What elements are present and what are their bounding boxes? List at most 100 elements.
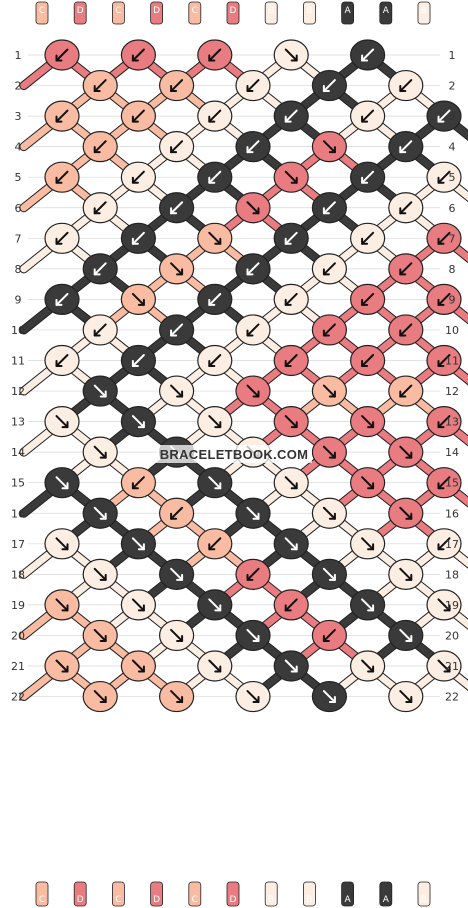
knot bbox=[197, 39, 233, 71]
knot bbox=[82, 680, 118, 713]
row-number-right: 22 bbox=[445, 691, 459, 704]
watermark: BRACELETBOOK.COM bbox=[160, 447, 309, 462]
arrow-head bbox=[367, 543, 375, 551]
knot bbox=[311, 436, 347, 468]
row-number-right: 8 bbox=[449, 263, 456, 276]
arrow-head bbox=[93, 268, 101, 276]
knot bbox=[311, 619, 347, 652]
arrow-down-left-icon bbox=[322, 628, 336, 642]
arrow-down-left-icon bbox=[93, 262, 107, 276]
arrow-down-right-icon bbox=[170, 567, 184, 581]
knot bbox=[44, 650, 80, 682]
arrow-down-right-icon bbox=[246, 690, 260, 704]
arrow-head bbox=[176, 268, 184, 276]
arrow-head bbox=[437, 298, 445, 306]
arrow-head bbox=[328, 146, 336, 154]
arrow-down-right-icon bbox=[361, 476, 375, 490]
arrow-head bbox=[176, 390, 184, 398]
strand-bottom-swatch bbox=[73, 881, 87, 907]
strand-top-swatch bbox=[264, 1, 278, 25]
arrow-head bbox=[170, 207, 178, 215]
arrow-head bbox=[290, 54, 298, 62]
arrow-head bbox=[55, 360, 63, 367]
arrow-head bbox=[290, 482, 298, 490]
row-number-left: 19 bbox=[11, 599, 25, 612]
arrow-head bbox=[131, 360, 139, 367]
row-number-left: 13 bbox=[11, 416, 25, 429]
arrow-head bbox=[361, 237, 369, 245]
arrow-down-left-icon bbox=[284, 231, 298, 245]
arrow-head bbox=[93, 329, 101, 337]
knot bbox=[388, 69, 424, 102]
arrow-head bbox=[131, 176, 139, 184]
knot bbox=[197, 528, 233, 560]
arrow-down-left-icon bbox=[361, 170, 375, 184]
knot bbox=[388, 131, 424, 163]
arrow-down-right-icon bbox=[284, 170, 298, 184]
arrow-head bbox=[208, 54, 216, 62]
arrow-down-right-icon bbox=[93, 690, 107, 704]
row-number-right: 12 bbox=[445, 385, 459, 398]
arrow-down-left-icon bbox=[170, 323, 184, 337]
row-number-right: 5 bbox=[449, 171, 456, 184]
arrow-head bbox=[246, 329, 254, 337]
knot bbox=[350, 100, 386, 132]
knot bbox=[82, 253, 118, 285]
arrow-head bbox=[208, 115, 216, 123]
strand-top-label: A bbox=[383, 6, 390, 16]
strand-bottom-label: D bbox=[153, 895, 160, 905]
knot bbox=[235, 69, 271, 102]
arrow-head bbox=[322, 85, 330, 93]
arrow-down-left-icon bbox=[208, 48, 222, 62]
arrow-down-left-icon bbox=[208, 537, 222, 551]
knot bbox=[273, 344, 309, 377]
arrow-head bbox=[208, 176, 216, 184]
knot bbox=[120, 406, 156, 438]
arrow-down-right-icon bbox=[131, 537, 145, 551]
arrow-down-right-icon bbox=[284, 48, 298, 62]
arrow-down-left-icon bbox=[284, 354, 298, 367]
strand-bottom-label: D bbox=[77, 895, 84, 905]
arrow-down-right-icon bbox=[131, 598, 145, 612]
knot bbox=[350, 589, 386, 621]
row-number-right: 6 bbox=[449, 202, 456, 215]
arrow-down-right-icon bbox=[93, 445, 107, 459]
strand-bottom-label: C bbox=[115, 895, 121, 905]
row-number-right: 14 bbox=[445, 446, 459, 459]
knot bbox=[311, 253, 347, 285]
arrow-down-left-icon bbox=[361, 231, 375, 245]
arrow-head bbox=[246, 268, 254, 276]
arrow-down-left-icon bbox=[93, 140, 107, 154]
arrow-head bbox=[170, 329, 178, 337]
arrow-head bbox=[99, 634, 107, 642]
strand-bottom-label: B bbox=[421, 895, 427, 905]
strand-bottom-label: B bbox=[268, 895, 274, 905]
strand-bottom-label: B bbox=[306, 895, 312, 905]
knot bbox=[426, 589, 462, 621]
arrow-down-left-icon bbox=[208, 354, 222, 367]
arrow-head bbox=[290, 665, 298, 673]
row-number-left: 6 bbox=[15, 202, 22, 215]
arrow-down-left-icon bbox=[55, 354, 69, 367]
row-number-left: 7 bbox=[15, 232, 22, 245]
knot bbox=[388, 375, 424, 407]
knot bbox=[197, 589, 233, 621]
knot bbox=[273, 406, 309, 438]
knot bbox=[311, 192, 347, 224]
arrow-down-left-icon bbox=[361, 48, 375, 62]
arrow-down-right-icon bbox=[284, 659, 298, 673]
arrow-down-left-icon bbox=[399, 79, 413, 93]
knot bbox=[426, 406, 462, 438]
knot bbox=[82, 69, 118, 102]
arrow-head bbox=[214, 421, 222, 429]
arrow-down-right-icon bbox=[399, 506, 413, 520]
arrow-head bbox=[361, 54, 369, 62]
row-number-left: 11 bbox=[11, 355, 25, 368]
row-number-right: 19 bbox=[445, 599, 459, 612]
strand-top-label: A bbox=[345, 6, 352, 16]
strand-top-label: C bbox=[192, 6, 198, 16]
knot bbox=[350, 222, 386, 254]
knot bbox=[44, 528, 80, 560]
arrow-down-left-icon bbox=[246, 140, 260, 154]
arrow-head bbox=[367, 482, 375, 490]
